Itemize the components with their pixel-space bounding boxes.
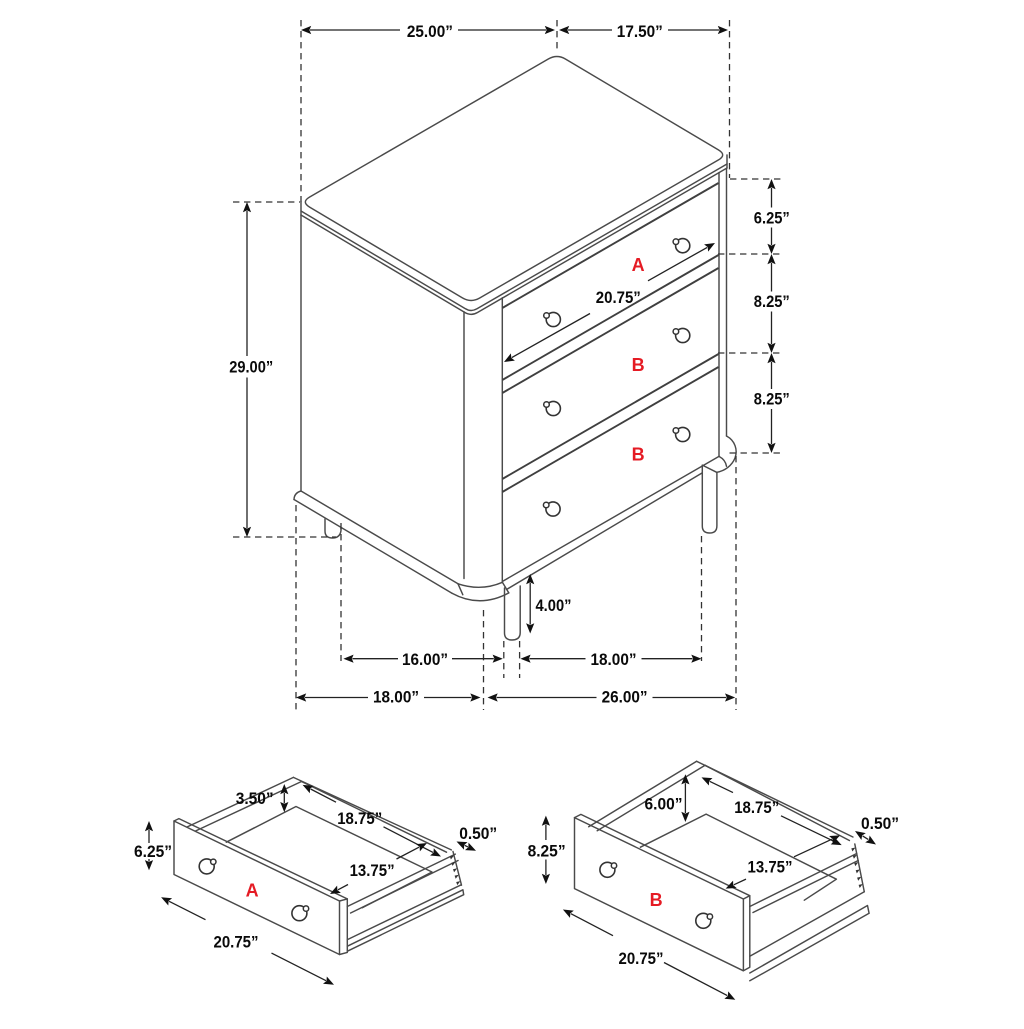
svg-text:20.75”: 20.75” [214, 934, 259, 952]
svg-text:20.75”: 20.75” [596, 289, 641, 307]
svg-text:17.50”: 17.50” [617, 23, 663, 41]
svg-text:18.00”: 18.00” [373, 689, 419, 707]
svg-text:3.50”: 3.50” [236, 790, 274, 808]
svg-text:16.00”: 16.00” [402, 651, 448, 669]
svg-text:18.75”: 18.75” [337, 810, 382, 828]
svg-text:26.00”: 26.00” [602, 689, 648, 707]
svg-text:0.50”: 0.50” [861, 815, 899, 833]
svg-text:B: B [632, 355, 645, 375]
svg-text:B: B [632, 445, 645, 465]
svg-text:29.00”: 29.00” [229, 359, 273, 377]
svg-text:6.25”: 6.25” [754, 209, 790, 227]
svg-text:6.00”: 6.00” [645, 796, 683, 814]
svg-text:13.75”: 13.75” [350, 862, 395, 880]
svg-text:8.25”: 8.25” [528, 843, 566, 861]
svg-text:4.00”: 4.00” [536, 597, 572, 615]
svg-text:18.75”: 18.75” [734, 799, 779, 817]
svg-text:0.50”: 0.50” [459, 825, 497, 843]
svg-text:8.25”: 8.25” [754, 293, 790, 311]
svg-text:A: A [632, 255, 645, 275]
svg-text:6.25”: 6.25” [134, 843, 172, 861]
svg-text:25.00”: 25.00” [407, 23, 453, 41]
svg-text:13.75”: 13.75” [748, 859, 793, 877]
svg-text:A: A [246, 880, 259, 900]
svg-text:B: B [650, 890, 663, 910]
svg-text:20.75”: 20.75” [619, 950, 664, 968]
svg-text:18.00”: 18.00” [591, 651, 637, 669]
svg-text:8.25”: 8.25” [754, 391, 790, 409]
